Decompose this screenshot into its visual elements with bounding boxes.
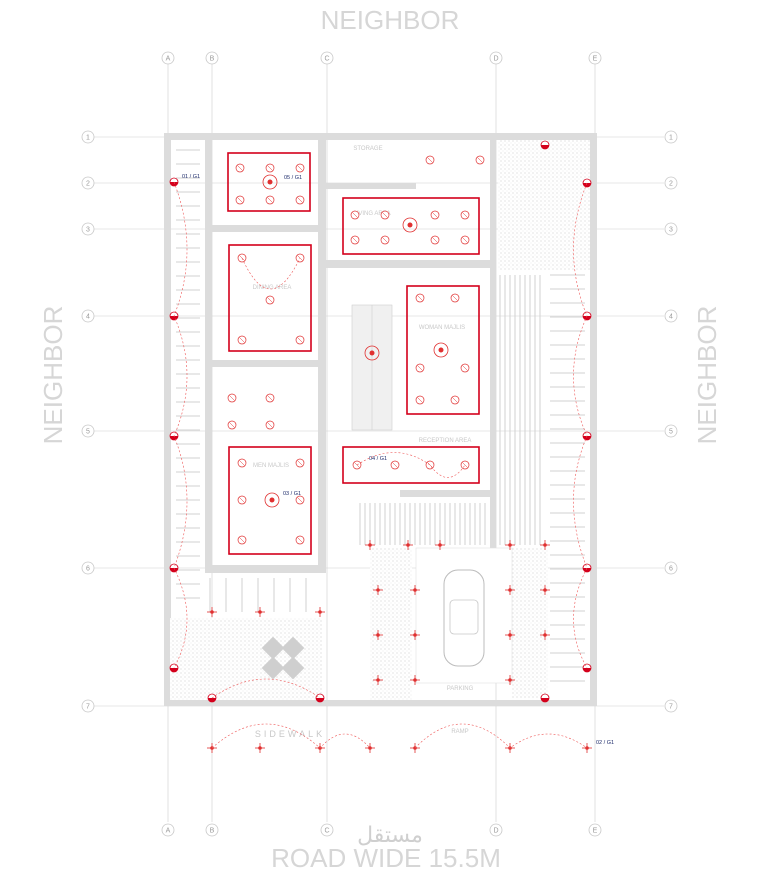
circuit-tags: 01 / G1 05 / G1 03 / G1 04 / G1 02 / G1 bbox=[182, 174, 614, 746]
reception-area-box bbox=[342, 446, 480, 484]
grid-bubble bbox=[161, 823, 175, 837]
neighbor-top-label: NEIGHBOR bbox=[321, 5, 460, 35]
circuit-wire bbox=[241, 257, 301, 290]
dining-area-label: DINING AREA bbox=[253, 285, 292, 291]
car-icon bbox=[443, 569, 485, 667]
building-walls bbox=[164, 133, 597, 706]
circuit-wire bbox=[414, 723, 588, 749]
grid-row-label: 5 bbox=[669, 429, 673, 436]
men-majlis-label: MEN MAJLIS bbox=[253, 463, 289, 469]
neighbor-right-label: NEIGHBOR bbox=[692, 306, 722, 445]
grid-bubble bbox=[664, 309, 678, 323]
circuit-05-tag: 05 / G1 bbox=[284, 175, 302, 181]
grid-bubble bbox=[320, 51, 334, 65]
grid-row-label: 6 bbox=[86, 566, 90, 573]
woman-majlis-box bbox=[406, 285, 480, 415]
grid-bubble bbox=[664, 424, 678, 438]
grid-bubble bbox=[81, 699, 95, 713]
circuit-wire bbox=[211, 723, 371, 749]
storage-label: STORAGE bbox=[353, 146, 382, 152]
circuit-02-tag: 02 / G1 bbox=[596, 740, 614, 746]
grid-bubble bbox=[81, 424, 95, 438]
grid-bubble bbox=[81, 561, 95, 575]
sidewalk-label: SIDEWALK bbox=[255, 729, 325, 739]
grid-bubble bbox=[588, 51, 602, 65]
grid-column-label: A bbox=[166, 56, 171, 63]
dining-area-box bbox=[228, 244, 312, 352]
grid-row-label: 5 bbox=[86, 429, 90, 436]
living-area-box bbox=[342, 197, 480, 255]
grid-row-label: 7 bbox=[669, 704, 673, 711]
grid-bubble bbox=[489, 51, 503, 65]
chandelier-icon bbox=[433, 342, 449, 358]
grid-row-label: 1 bbox=[86, 135, 90, 142]
watermark-logo: مستقل bbox=[357, 823, 423, 848]
parking-label: PARKING bbox=[447, 686, 474, 692]
grid-bubble bbox=[489, 823, 503, 837]
grid-row-label: 2 bbox=[86, 181, 90, 188]
grid-column-label: C bbox=[324, 828, 329, 835]
grid-row-label: 1 bbox=[669, 135, 673, 142]
grid-column-label: C bbox=[324, 56, 329, 63]
circuit-wire bbox=[573, 182, 588, 669]
chandelier-icon bbox=[264, 492, 280, 508]
grid-row-label: 4 bbox=[669, 314, 673, 321]
neighbor-left-label: NEIGHBOR bbox=[38, 306, 68, 445]
grid-bubble bbox=[664, 130, 678, 144]
grid-bubble bbox=[81, 130, 95, 144]
grid-row-label: 3 bbox=[669, 227, 673, 234]
grid-bubble bbox=[81, 176, 95, 190]
grid-bubble bbox=[320, 823, 334, 837]
grid-column-label: D bbox=[493, 828, 498, 835]
grid-bubble bbox=[161, 51, 175, 65]
woman-majlis-label: WOMAN MAJLIS bbox=[419, 325, 465, 331]
grid-column-label: D bbox=[493, 56, 498, 63]
grid-column-label: B bbox=[210, 828, 215, 835]
circuit-04-tag: 04 / G1 bbox=[369, 456, 387, 462]
grid-column-label: E bbox=[593, 56, 598, 63]
grid-bubble bbox=[664, 222, 678, 236]
grid-bubble bbox=[205, 823, 219, 837]
grid-bubble bbox=[664, 699, 678, 713]
grid-bubble bbox=[664, 561, 678, 575]
staircase bbox=[351, 304, 393, 431]
circuit-wire bbox=[173, 181, 188, 669]
grid-row-label: 6 bbox=[669, 566, 673, 573]
grid-row-label: 2 bbox=[669, 181, 673, 188]
ramp-label: RAMP bbox=[451, 729, 468, 735]
chandelier-icon bbox=[262, 174, 278, 190]
chandelier-icon bbox=[402, 217, 418, 233]
grid-column-label: B bbox=[210, 56, 215, 63]
men-majlis-box bbox=[228, 446, 312, 555]
room-outlines bbox=[227, 152, 480, 555]
reception-area-label: RECEPTION AREA bbox=[419, 438, 472, 444]
grid-row-label: 7 bbox=[86, 704, 90, 711]
grid-bubble bbox=[664, 176, 678, 190]
kitchen-box bbox=[227, 152, 311, 212]
parking-bays bbox=[176, 149, 585, 682]
living-area-label: LIVING AREA bbox=[353, 211, 390, 217]
grid-row-label: 4 bbox=[86, 314, 90, 321]
grid-bubble bbox=[588, 823, 602, 837]
grid-bubble bbox=[205, 51, 219, 65]
road-width-label: ROAD WIDE 15.5M bbox=[271, 843, 501, 873]
circuit-01-tag: 01 / G1 bbox=[182, 174, 200, 180]
grid-row-label: 3 bbox=[86, 227, 90, 234]
grid-bubble bbox=[81, 309, 95, 323]
planter-icon bbox=[261, 636, 305, 680]
chandelier-icon bbox=[364, 345, 380, 361]
room-labels: STORAGE LIVING AREA DINING AREA WOMAN MA… bbox=[253, 146, 474, 739]
grid-bubble bbox=[81, 222, 95, 236]
grid-column-label: E bbox=[593, 828, 598, 835]
circuit-03-tag: 03 / G1 bbox=[283, 491, 301, 497]
grid-column-label: A bbox=[166, 828, 171, 835]
light-fixtures bbox=[169, 140, 592, 753]
